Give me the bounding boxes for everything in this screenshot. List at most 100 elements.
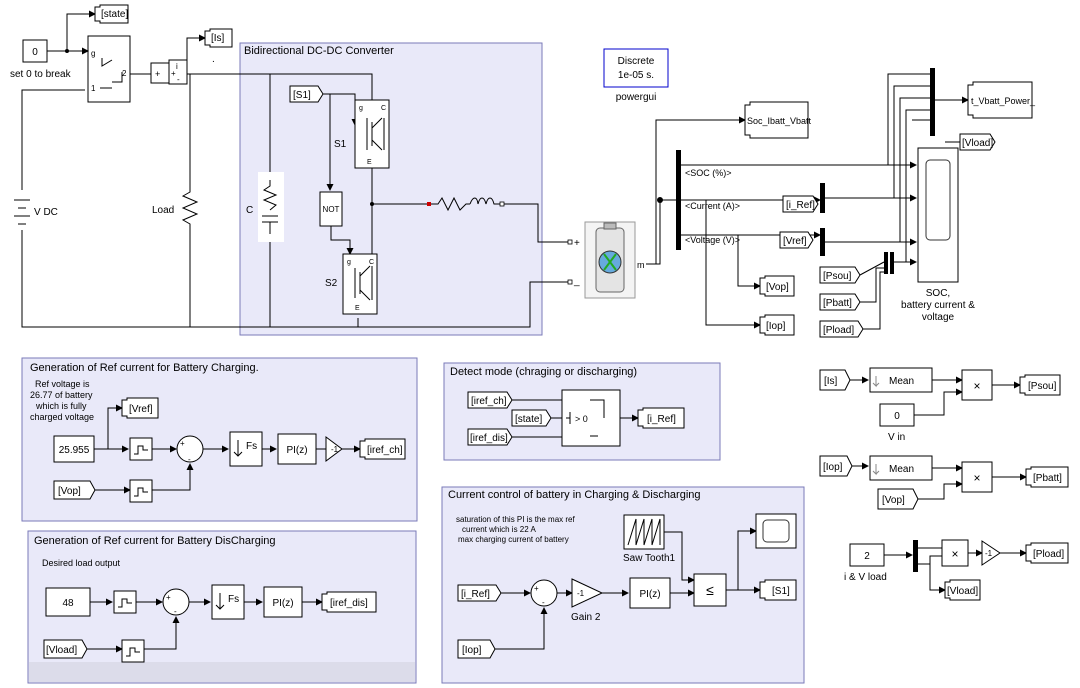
mean-1[interactable] [869,367,933,393]
wire-power-mux [859,261,885,330]
goto-pload[interactable] [1025,542,1069,564]
goto-soc[interactable] [744,101,809,139]
s1-g: g [359,105,363,112]
current-control-title: Current control of battery in Charging &… [448,489,701,501]
out-mux[interactable] [930,68,935,136]
zoh-3-symbol [118,598,132,608]
goto-pload-label: [Pload] [1033,549,1064,560]
from-vload-top[interactable] [959,133,996,151]
s1-e: E [367,159,372,166]
mux-power-a[interactable] [884,252,888,274]
goto-pbatt[interactable] [1025,466,1069,488]
mux-current[interactable] [820,183,825,213]
gain-ch[interactable] [325,436,343,462]
from-iop-cc[interactable] [457,639,496,659]
from-iop-pw[interactable] [819,455,853,477]
from-psou[interactable] [819,266,861,284]
from-iref-dis[interactable] [467,428,513,446]
goto-is[interactable] [204,28,233,48]
load-resistor[interactable] [181,186,199,230]
downsample-arrow-icon [233,440,243,457]
zoh-1[interactable] [129,437,153,461]
from-is[interactable] [819,369,851,391]
breaker-symbol [100,58,123,89]
mean-2-label: Mean [889,464,914,475]
converter-subsystem[interactable] [239,42,543,336]
gain-pload[interactable] [981,540,1001,566]
from-i-ref-cc[interactable] [457,584,502,602]
from-pbatt[interactable] [819,293,861,311]
gain-2[interactable] [571,578,604,608]
goto-s1[interactable] [759,579,797,601]
zoh-2[interactable] [129,479,153,503]
from-i-ref-label: [i_Ref] [786,200,815,211]
from-vop[interactable] [53,480,96,500]
from-i-ref[interactable] [782,195,819,213]
from-s1-label: [S1] [293,90,311,101]
goto-i-ref[interactable] [637,407,685,429]
zoh-3[interactable] [113,590,137,614]
bus-soc: <SOC (%)> [685,168,732,178]
s2-e: E [355,305,360,312]
zoh-4[interactable] [121,639,145,663]
mux-power-b[interactable] [890,252,894,274]
const-iv-value: 2 [864,551,870,562]
from-iref-ch[interactable] [467,391,513,409]
batt-port-minus [567,279,573,285]
from-psou-label: [Psou] [823,271,852,282]
pi-cc[interactable] [629,577,671,609]
from-vop-pw[interactable] [877,488,919,510]
pi-ch-label: PI(z) [286,445,307,456]
from-vop-label: [Vop] [58,486,81,497]
from-vref[interactable] [779,231,814,249]
ref-note-4: charged voltage [30,412,94,422]
goto-state[interactable] [94,4,129,24]
wire-vop [737,235,761,290]
breaker-switch[interactable] [87,35,131,103]
sum-ch-minus: - [188,455,191,464]
batt-port-plus [567,239,573,245]
from-vload-label: [Vload] [46,645,77,656]
pi-ch[interactable] [277,433,317,465]
capacitor[interactable] [258,172,284,242]
current-control-subsystem[interactable] [441,486,805,684]
current-meas[interactable] [168,59,188,85]
goto-vref[interactable] [121,397,159,419]
ref-note-3: which is fully [35,401,87,411]
powergui-label: powergui [616,92,657,103]
bus-current: <Current (A)> [685,201,740,211]
from-pload[interactable] [819,320,864,338]
goto-iref-dis[interactable] [321,591,377,613]
from-state[interactable] [511,409,552,427]
powergui-line2: 1e-05 s. [618,70,654,81]
mult-1[interactable] [961,369,993,401]
mult-2[interactable] [961,461,993,493]
demux-iv[interactable] [913,540,918,572]
downsample-ch[interactable] [229,431,263,467]
from-vload[interactable] [43,639,88,659]
from-s1[interactable] [289,85,324,103]
vdc-source[interactable] [17,190,27,230]
gain-2-value: -1 [577,589,585,598]
goto-iop[interactable] [759,314,795,336]
mux-voltage[interactable] [820,228,825,256]
from-vref-label: [Vref] [783,236,807,247]
goto-vload[interactable] [944,579,981,601]
goto-out[interactable] [967,81,1033,119]
switch-mode[interactable] [561,389,621,447]
ref-note-2: 26.77 of battery [30,390,93,400]
le-block[interactable] [693,573,727,607]
powergui-block[interactable] [603,48,669,88]
wire-demux-vload [929,564,946,594]
scrollbar-track[interactable] [29,662,415,682]
pi-dis[interactable] [263,586,303,618]
zoh-1-symbol [134,445,148,455]
goto-vop[interactable] [759,275,795,297]
rl-branch[interactable] [428,196,502,212]
goto-iref-ch[interactable] [359,438,406,460]
from-iop-cc-label: [Iop] [462,645,482,656]
bus-selector[interactable] [676,150,681,250]
goto-psou[interactable] [1019,374,1061,396]
mean-2[interactable] [869,455,933,481]
downsample-dis[interactable] [211,584,245,620]
